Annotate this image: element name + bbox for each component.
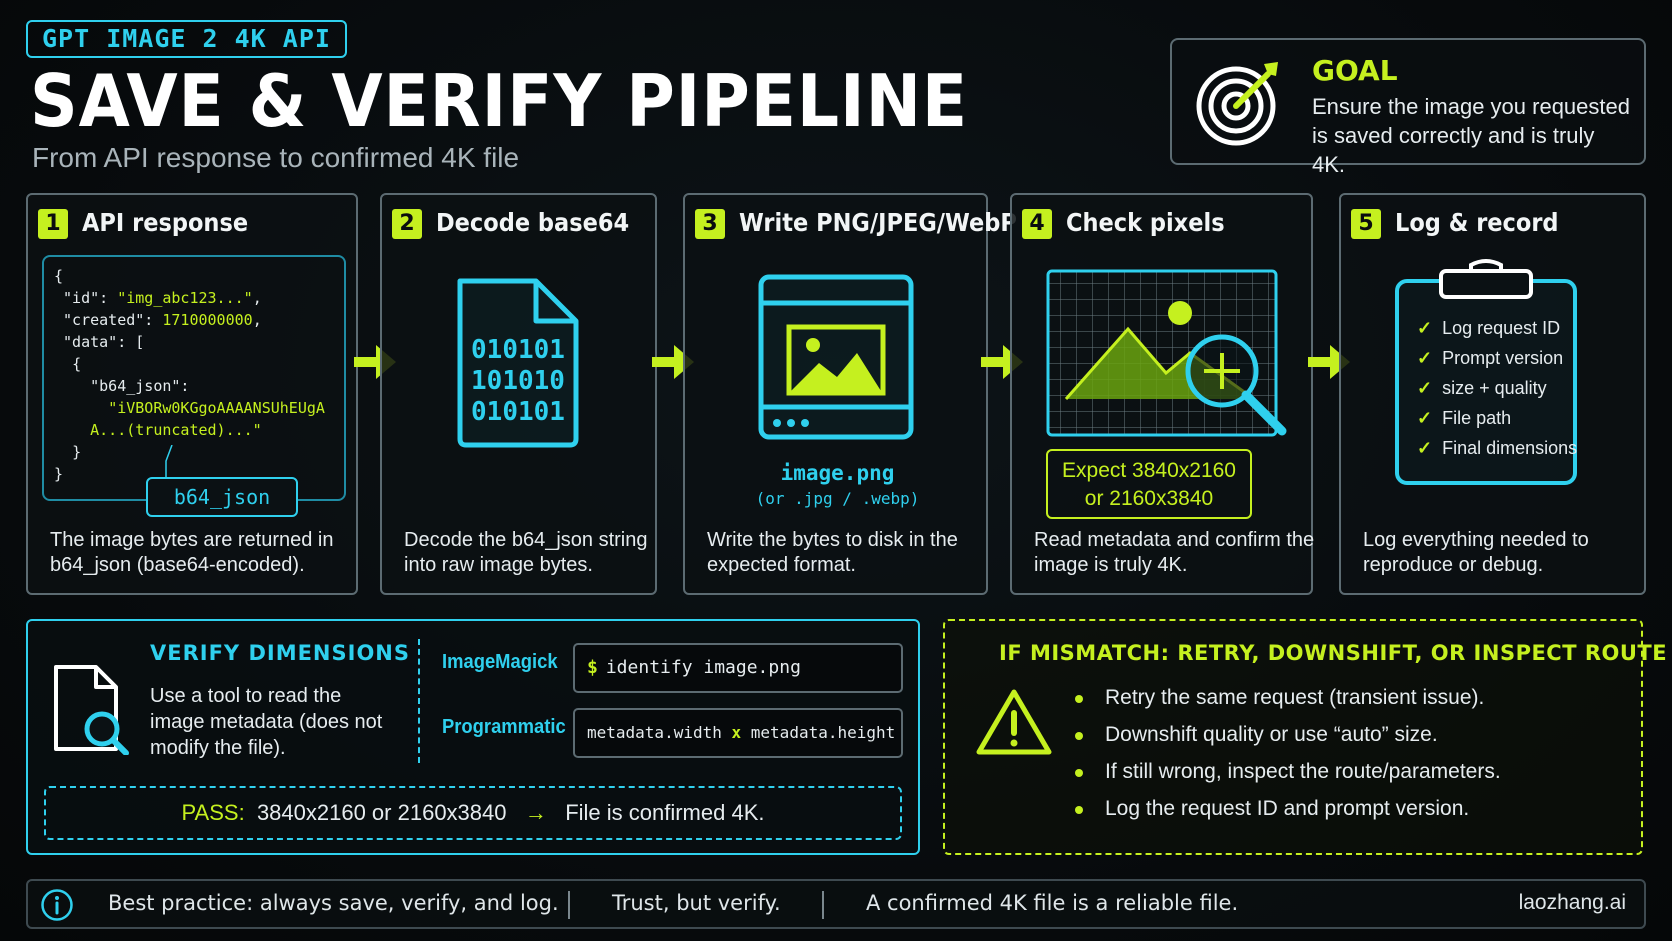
goal-panel: GOAL Ensure the image you requested is s… bbox=[1170, 38, 1646, 177]
divider bbox=[418, 639, 420, 763]
step-description: Log everything needed to reproduce or de… bbox=[1363, 529, 1589, 576]
checklist-item: ✓File path bbox=[1417, 408, 1512, 428]
step-description: Write the bytes to disk in the expected … bbox=[707, 529, 958, 576]
check-icon: ✓ bbox=[1417, 438, 1433, 458]
warning-icon bbox=[976, 689, 1052, 755]
list-item: Log the request ID and prompt version. bbox=[1075, 792, 1501, 829]
divider bbox=[822, 891, 824, 919]
step-number: 1 bbox=[38, 209, 68, 239]
goal-title: GOAL bbox=[1312, 54, 1398, 87]
arrow-right-icon: → bbox=[524, 800, 547, 825]
pass-criteria: PASS: 3840x2160 or 2160x3840 → File is c… bbox=[44, 786, 902, 840]
verify-description: Use a tool to read the image metadata (d… bbox=[150, 685, 383, 759]
file-search-icon bbox=[54, 665, 129, 755]
expected-dimensions-box: Expect 3840x2160 or 2160x3840 bbox=[1046, 449, 1252, 519]
checklist-item: ✓Final dimensions bbox=[1417, 438, 1578, 458]
verify-title: VERIFY DIMENSIONS bbox=[150, 641, 410, 665]
header-tag: GPT IMAGE 2 4K API bbox=[26, 20, 347, 58]
step-card-2: 2 Decode base64 010101 101010 010101 Dec… bbox=[380, 193, 657, 595]
list-item: Downshift quality or use “auto” size. bbox=[1075, 718, 1501, 755]
step-title: Check pixels bbox=[1066, 208, 1225, 237]
page-title: SAVE & VERIFY PIPELINE bbox=[30, 59, 969, 143]
footer-motto: Trust, but verify. bbox=[612, 891, 781, 915]
mismatch-list: Retry the same request (transient issue)… bbox=[1075, 681, 1501, 829]
programmatic-label: Programmatic bbox=[442, 716, 566, 738]
brand-link[interactable]: laozhang.ai bbox=[1518, 891, 1626, 914]
step-card-3: 3 Write PNG/JPEG/WebP image.png (or .jpg… bbox=[683, 193, 1017, 595]
check-icon: ✓ bbox=[1417, 408, 1433, 428]
check-icon: ✓ bbox=[1417, 348, 1433, 368]
callout-pointer bbox=[165, 445, 173, 479]
check-icon: ✓ bbox=[1417, 318, 1433, 338]
binary-digits: 010101 101010 010101 bbox=[471, 335, 565, 427]
imagemagick-command: $identify image.png bbox=[573, 643, 903, 693]
checklist-item: ✓size + quality bbox=[1417, 378, 1547, 398]
alternate-formats: (or .jpg / .webp) bbox=[755, 489, 920, 508]
step-title: API response bbox=[82, 208, 249, 237]
mismatch-title: IF MISMATCH: RETRY, DOWNSHIFT, OR INSPEC… bbox=[999, 641, 1668, 665]
binary-file-icon bbox=[457, 278, 579, 448]
footer-bar: Best practice: always save, verify, and … bbox=[26, 879, 1646, 929]
footer-tagline: A confirmed 4K file is a reliable file. bbox=[866, 891, 1239, 915]
list-item: If still wrong, inspect the route/parame… bbox=[1075, 755, 1501, 792]
step-title: Write PNG/JPEG/WebP bbox=[739, 208, 1017, 237]
image-window-icon bbox=[758, 274, 914, 440]
step-card-5: 5 Log & record ✓Log request ID ✓Prompt v… bbox=[1339, 193, 1646, 595]
log-checklist: ✓Log request ID ✓Prompt version ✓size + … bbox=[1417, 313, 1577, 463]
footer-best-practice: Best practice: always save, verify, and … bbox=[108, 891, 559, 915]
step-title: Log & record bbox=[1395, 208, 1559, 237]
mismatch-panel: IF MISMATCH: RETRY, DOWNSHIFT, OR INSPEC… bbox=[943, 619, 1667, 855]
step-number: 5 bbox=[1351, 209, 1381, 239]
step-title: Decode base64 bbox=[436, 208, 630, 237]
step-card-4: 4 Check pixels Expect 3840x2160 or 2160x… bbox=[1010, 193, 1315, 595]
target-icon bbox=[1196, 62, 1278, 146]
b64-json-callout: b64_json bbox=[146, 477, 298, 517]
check-icon: ✓ bbox=[1417, 378, 1433, 398]
pixel-grid-magnifier-icon bbox=[1046, 269, 1287, 437]
verify-dimensions-panel: VERIFY DIMENSIONS Use a tool to read the… bbox=[26, 619, 920, 855]
step-number: 3 bbox=[695, 209, 725, 239]
step-description: Decode the b64_json string into raw imag… bbox=[404, 529, 648, 576]
goal-text: Ensure the image you requested is saved … bbox=[1312, 94, 1630, 177]
checklist-item: ✓Log request ID bbox=[1417, 318, 1561, 338]
step-card-1: 1 API response { "id": "img_abc123...", … bbox=[26, 193, 358, 595]
step-description: Read metadata and confirm the image is t… bbox=[1034, 529, 1315, 576]
json-code-block: { "id": "img_abc123...", "created": 1710… bbox=[42, 255, 346, 501]
divider bbox=[568, 891, 570, 919]
list-item: Retry the same request (transient issue)… bbox=[1075, 681, 1501, 718]
step-description: The image bytes are returned in b64_json… bbox=[50, 529, 334, 576]
page-subtitle: From API response to confirmed 4K file bbox=[32, 142, 520, 173]
info-icon bbox=[41, 889, 73, 921]
programmatic-command: metadata.width x metadata.height bbox=[573, 708, 903, 758]
checklist-item: ✓Prompt version bbox=[1417, 348, 1564, 368]
step-number: 4 bbox=[1022, 209, 1052, 239]
imagemagick-label: ImageMagick bbox=[442, 651, 558, 673]
clipboard-icon bbox=[1395, 259, 1577, 485]
step-number: 2 bbox=[392, 209, 422, 239]
output-filename: image.png bbox=[780, 461, 895, 485]
